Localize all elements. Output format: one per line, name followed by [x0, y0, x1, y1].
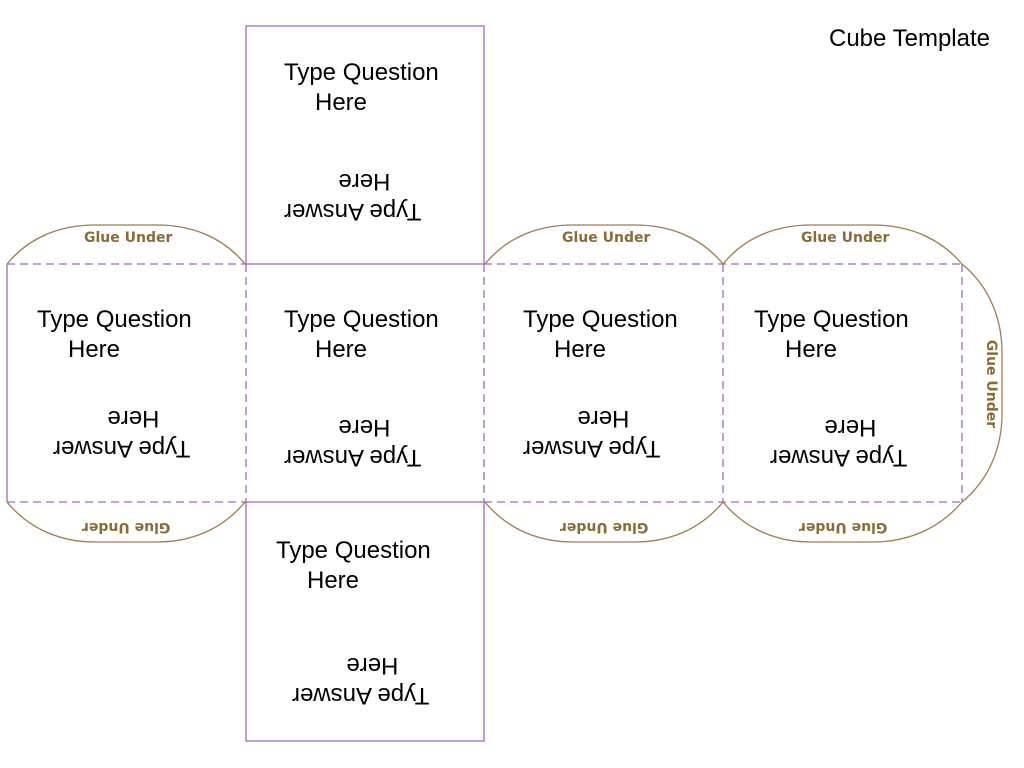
glue-tab-side-right — [961, 263, 1003, 503]
glue-tab-bottom-left — [6, 501, 246, 543]
glue-label-top-right: Glue Under — [801, 230, 890, 246]
question-line-1: Type Question — [37, 306, 192, 333]
answer-line-1: Type Answer — [292, 682, 430, 709]
question-line-2: Here — [307, 567, 360, 594]
question-text[interactable]: Type Question Here — [37, 305, 192, 365]
cube-face-far-right: Type Question Here Type Answer Here — [723, 264, 960, 501]
cube-face-bottom: Type Question Here Type Answer Here — [246, 502, 483, 739]
cube-face-middle-right: Type Question Here Type Answer Here — [484, 264, 721, 501]
glue-tab-top-left — [6, 224, 246, 265]
glue-label-bottom-mid: Glue Under — [560, 519, 649, 535]
cube-face-middle-center: Type Question Here Type Answer Here — [246, 264, 483, 501]
question-line-1: Type Question — [523, 306, 678, 333]
answer-text[interactable]: Type Answer Here — [523, 403, 660, 463]
glue-label-side-right: Glue Under — [983, 339, 1000, 429]
glue-label-bottom-left: Glue Under — [82, 519, 171, 535]
question-text[interactable]: Type Question Here — [284, 58, 439, 118]
question-text[interactable]: Type Question Here — [276, 536, 431, 596]
question-line-2: Here — [315, 89, 368, 116]
answer-line-2: Here — [338, 168, 391, 195]
answer-text[interactable]: Type Answer Here — [53, 403, 190, 463]
question-line-1: Type Question — [276, 537, 431, 564]
answer-text[interactable]: Type Answer Here — [284, 412, 421, 472]
face-bottom-border — [245, 501, 485, 742]
answer-text[interactable]: Type Answer Here — [292, 650, 429, 710]
glue-label-bottom-right: Glue Under — [799, 519, 888, 535]
face-top-border — [245, 25, 485, 265]
answer-line-1: Type Answer — [523, 435, 661, 462]
answer-line-1: Type Answer — [284, 198, 422, 225]
answer-line-2: Here — [577, 405, 630, 432]
glue-label-top-mid: Glue Under — [562, 230, 651, 246]
glue-label-top-left: Glue Under — [84, 230, 173, 246]
answer-line-2: Here — [338, 414, 391, 441]
question-line-2: Here — [785, 336, 838, 363]
answer-line-2: Here — [346, 652, 399, 679]
question-text[interactable]: Type Question Here — [284, 305, 439, 365]
answer-line-1: Type Answer — [284, 444, 422, 471]
answer-line-1: Type Answer — [53, 435, 191, 462]
question-line-2: Here — [315, 336, 368, 363]
answer-line-1: Type Answer — [770, 444, 908, 471]
page-title: Cube Template — [829, 25, 990, 52]
question-line-2: Here — [554, 336, 607, 363]
cube-face-top: Type Question Here Type Answer Here — [246, 26, 483, 263]
question-line-1: Type Question — [284, 306, 439, 333]
answer-text[interactable]: Type Answer Here — [770, 412, 907, 472]
answer-line-2: Here — [824, 414, 877, 441]
question-line-1: Type Question — [754, 306, 909, 333]
glue-tab-top-right — [722, 224, 963, 265]
question-text[interactable]: Type Question Here — [754, 305, 909, 365]
glue-tab-bottom-right — [722, 501, 963, 543]
answer-line-2: Here — [107, 405, 160, 432]
answer-text[interactable]: Type Answer Here — [284, 166, 421, 226]
question-line-2: Here — [68, 336, 121, 363]
question-line-1: Type Question — [284, 59, 439, 86]
cube-face-middle-left: Type Question Here Type Answer Here — [7, 264, 244, 501]
question-text[interactable]: Type Question Here — [523, 305, 678, 365]
glue-tab-top-mid — [484, 224, 724, 265]
glue-tab-bottom-mid — [484, 501, 724, 543]
